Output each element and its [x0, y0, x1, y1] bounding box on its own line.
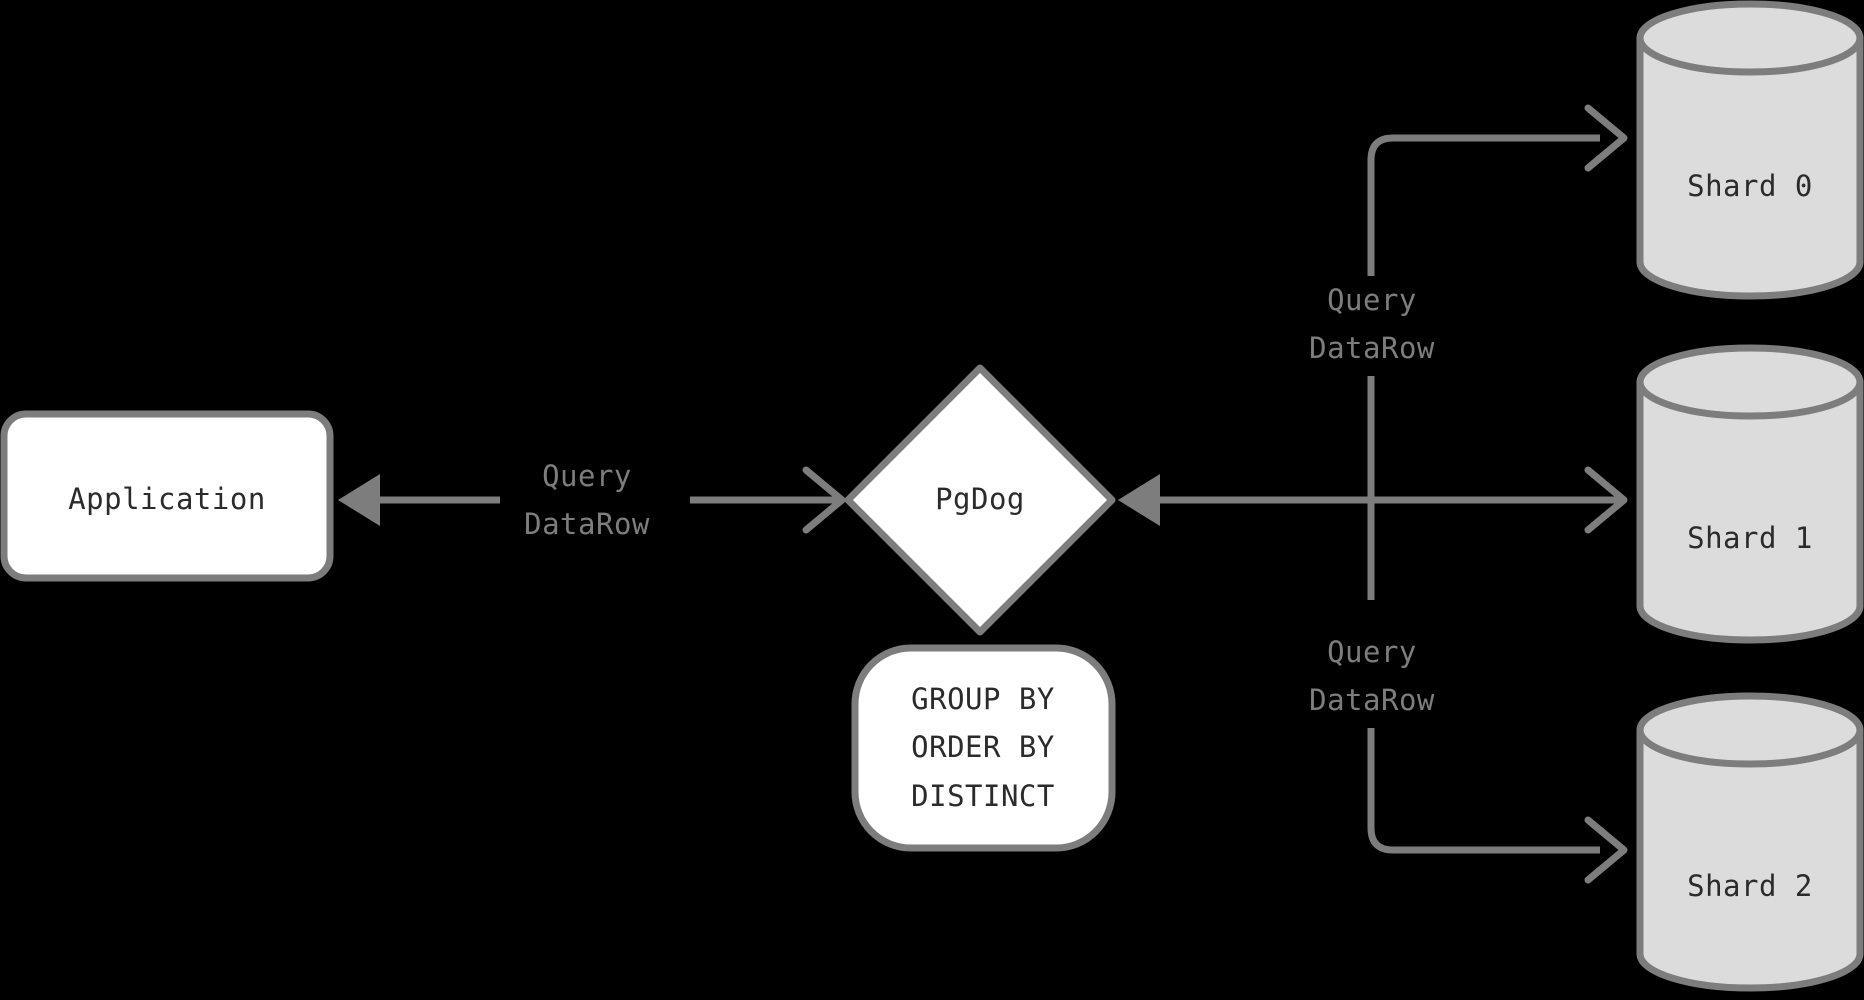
edge-label-shard-bottom-line-1: Query — [1327, 635, 1417, 669]
operations-line-distinct: DISTINCT — [911, 779, 1055, 813]
node-shard-2[interactable]: Shard 2 — [1636, 692, 1864, 992]
node-application[interactable]: Application — [0, 410, 334, 582]
edge-label-shard-bottom: Query DataRow — [1290, 628, 1535, 728]
shard-1-cylinder-top — [1636, 344, 1864, 420]
shard-2-cylinder-top — [1636, 692, 1864, 768]
edge-label-client-line-1: Query — [542, 459, 632, 493]
arrowhead-chevron-right-to-pgdog — [802, 466, 846, 534]
operations-line-order-by: ORDER BY — [911, 730, 1055, 764]
edge-shards-to-pgdog — [1118, 474, 1371, 526]
shard-2-label: Shard 2 — [1687, 869, 1813, 903]
shard-2-cylinder-body — [1636, 726, 1864, 992]
edge-label-client: Query DataRow — [500, 452, 690, 552]
node-operations[interactable]: GROUP BY ORDER BY DISTINCT — [851, 644, 1116, 852]
shard-0-cylinder-top — [1636, 0, 1864, 76]
application-label: Application — [68, 482, 266, 516]
arrowhead-chevron-right-to-shard-0 — [1584, 104, 1628, 172]
edge-label-shard-top: Query DataRow — [1290, 276, 1535, 376]
arrowhead-filled-left-to-pgdog — [1118, 474, 1160, 526]
pgdog-label: PgDog — [935, 482, 1025, 516]
shard-1-cylinder-body — [1636, 378, 1864, 644]
operations-box-shape — [851, 644, 1116, 852]
edge-label-shard-bottom-line-2: DataRow — [1309, 683, 1435, 717]
edge-branch-to-shard-0 — [1367, 104, 1628, 440]
shard-0-cylinder-body — [1636, 34, 1864, 300]
edge-label-shard-top-backdrop — [1290, 276, 1535, 376]
arrowhead-chevron-right-to-shard-2 — [1584, 816, 1628, 884]
edge-pgdog-to-shard-1 — [1371, 466, 1628, 534]
edge-label-shard-top-line-1: Query — [1327, 283, 1417, 317]
edge-label-client-line-2: DataRow — [524, 507, 650, 541]
node-shard-1[interactable]: Shard 1 — [1636, 344, 1864, 644]
node-shard-0[interactable]: Shard 0 — [1636, 0, 1864, 300]
edge-branch-to-shard-2 — [1367, 720, 1628, 884]
shard-0-label: Shard 0 — [1687, 169, 1813, 203]
operations-line-group-by: GROUP BY — [911, 682, 1055, 716]
shard-1-label: Shard 1 — [1687, 521, 1813, 555]
application-box-shape — [0, 410, 334, 582]
edge-line-elbow-to-shard-2 — [1367, 720, 1600, 854]
arrowhead-chevron-right-to-shard-1 — [1584, 466, 1628, 534]
node-pgdog[interactable]: PgDog — [844, 364, 1116, 636]
arrowhead-filled-left-to-application — [338, 474, 380, 526]
edge-label-shard-bottom-backdrop — [1290, 628, 1535, 728]
edge-line-elbow-to-shard-0 — [1367, 134, 1600, 440]
edge-label-shard-top-line-2: DataRow — [1309, 331, 1435, 365]
edge-label-client-backdrop — [500, 452, 690, 552]
pgdog-diamond-shape — [844, 364, 1116, 636]
